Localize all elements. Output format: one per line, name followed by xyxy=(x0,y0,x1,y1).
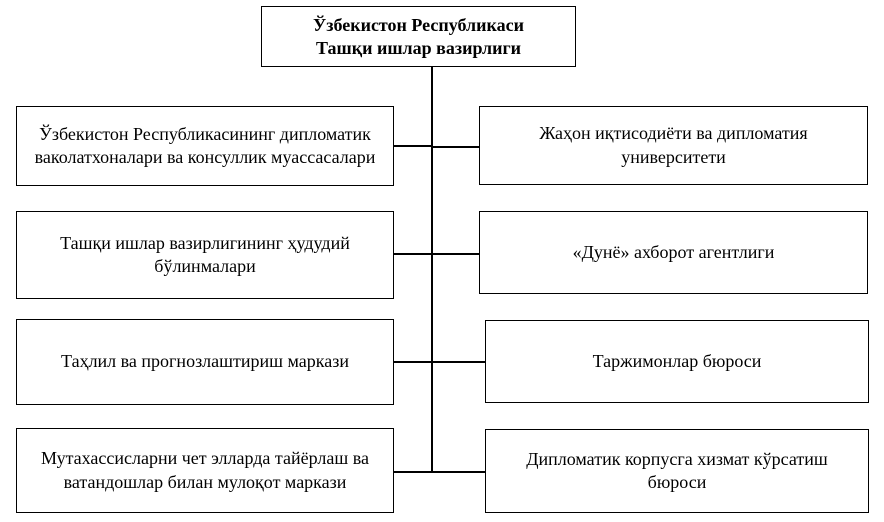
right-box-university: Жаҳон иқтисодиёти ва дипломатия универси… xyxy=(479,106,868,185)
left-box-embassies: Ўзбекистон Республикасининг дипломатик в… xyxy=(16,106,394,186)
right-box-diplomatic-service-bureau-label: Дипломатик корпусга хизмат кўрсатиш бюро… xyxy=(526,448,828,492)
left-box-analysis-center-label: Таҳлил ва прогнозлаштириш маркази xyxy=(61,351,349,372)
ministry-title-line2: Ташқи ишлар вазирлиги xyxy=(315,37,522,58)
connector-right-2 xyxy=(432,253,479,255)
left-box-training-center-label: Мутахассисларни чет элларда тайёрлаш ва … xyxy=(41,448,369,492)
connector-right-1 xyxy=(432,146,479,148)
right-box-university-label: Жаҳон иқтисодиёти ва дипломатия универси… xyxy=(539,123,808,167)
connector-left-3 xyxy=(393,361,432,363)
connector-left-2 xyxy=(393,253,432,255)
ministry-title-line1: Ўзбекистон Республикаси xyxy=(313,15,524,35)
left-box-embassies-label: Ўзбекистон Республикасининг дипломатик в… xyxy=(34,123,376,167)
ministry-box: Ўзбекистон Республикаси Ташқи ишлар вази… xyxy=(261,6,576,67)
left-box-training-center: Мутахассисларни чет элларда тайёрлаш ва … xyxy=(16,428,394,513)
right-box-translators-bureau: Таржимонлар бюроси xyxy=(485,320,869,403)
right-box-news-agency: «Дунё» ахборот агентлиги xyxy=(479,211,868,294)
left-box-regional-divisions-label: Ташқи ишлар вазирлигининг ҳудудий бўлинм… xyxy=(60,232,350,276)
left-box-regional-divisions: Ташқи ишлар вазирлигининг ҳудудий бўлинм… xyxy=(16,211,394,299)
connector-left-1 xyxy=(393,145,432,147)
connector-trunk xyxy=(431,67,433,472)
right-box-news-agency-label: «Дунё» ахборот агентлиги xyxy=(572,241,775,262)
right-box-diplomatic-service-bureau: Дипломатик корпусга хизмат кўрсатиш бюро… xyxy=(485,429,869,513)
connector-left-4 xyxy=(393,471,432,473)
right-box-translators-bureau-label: Таржимонлар бюроси xyxy=(592,350,762,371)
left-box-analysis-center: Таҳлил ва прогнозлаштириш маркази xyxy=(16,319,394,405)
connector-right-3 xyxy=(432,361,485,363)
connector-right-4 xyxy=(432,471,485,473)
